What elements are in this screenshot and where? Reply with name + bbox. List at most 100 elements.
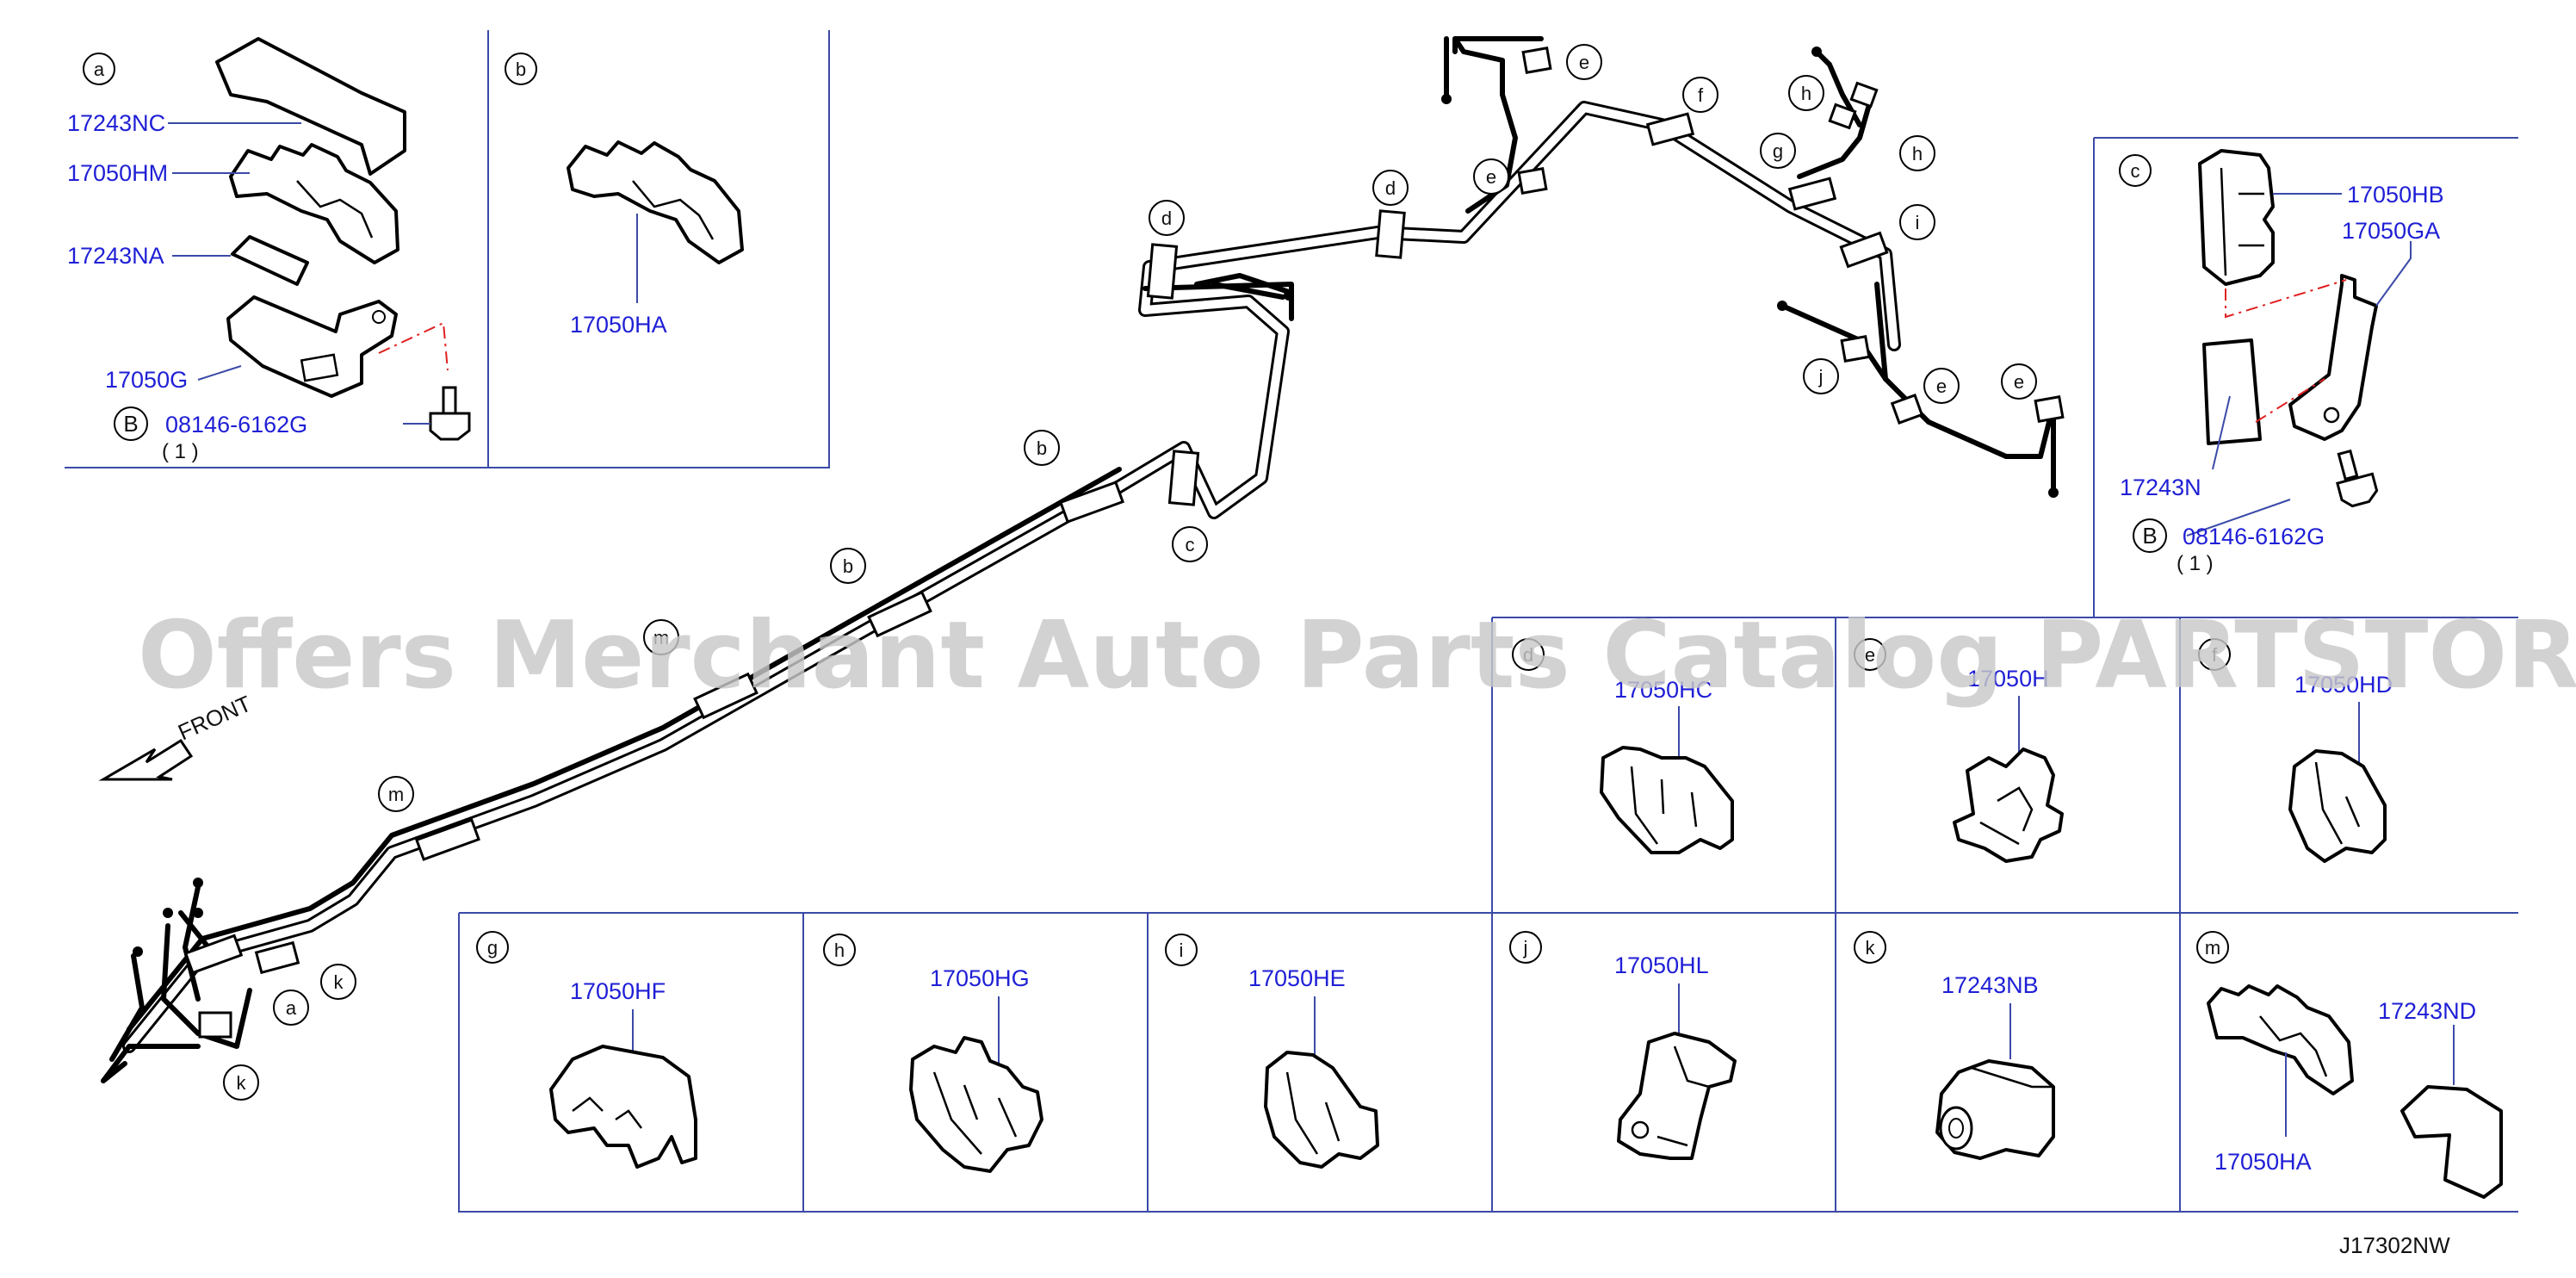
bolt-symbol-a: B (114, 406, 148, 441)
callout-k-2: k (223, 1064, 259, 1101)
box-f-parts: f 17050HD (2198, 638, 2393, 863)
svg-text:m: m (388, 784, 404, 805)
callout-h-1: h (1788, 75, 1824, 111)
pipe-pad-17243NA (231, 235, 309, 286)
svg-text:e: e (1579, 52, 1589, 73)
svg-text:j: j (1818, 366, 1824, 388)
diagram-code: J17302NW (2339, 1232, 2450, 1258)
svg-text:m: m (2205, 937, 2220, 958)
callout-h-box: h (823, 934, 856, 966)
clip-17050HD (2288, 749, 2387, 863)
svg-text:g: g (487, 937, 498, 958)
callout-a: a (83, 53, 115, 85)
pipe-cover-17243NC (215, 37, 406, 176)
pad-17243N (2202, 338, 2262, 445)
label-17050HE: 17050HE (1248, 965, 1346, 991)
label-17243ND: 17243ND (2378, 998, 2476, 1024)
svg-text:j: j (1523, 937, 1528, 958)
svg-text:k: k (1866, 937, 1876, 958)
svg-text:e: e (1865, 644, 1875, 666)
bracket-17050G (226, 295, 398, 398)
callout-e-1: e (1566, 44, 1602, 80)
callout-e-4: e (2001, 363, 2037, 400)
label-08146-6162G-c: 08146-6162G (2183, 524, 2325, 549)
svg-text:b: b (843, 555, 853, 577)
box-frames (65, 30, 2518, 1213)
label-17050H: 17050H (1967, 666, 2049, 692)
svg-text:m: m (653, 627, 669, 648)
callout-i: i (1899, 204, 1935, 240)
box-m-parts: m 17243ND 17050HA (2196, 931, 2503, 1199)
svg-text:d: d (1161, 208, 1172, 229)
svg-text:e: e (2014, 371, 2024, 393)
svg-text:d: d (1523, 644, 1533, 666)
svg-text:d: d (1385, 177, 1396, 199)
callout-d-2: d (1372, 170, 1409, 206)
callout-b-1: b (1024, 430, 1060, 466)
label-17050HC: 17050HC (1614, 677, 1712, 703)
label-17050HG: 17050HG (930, 965, 1030, 991)
label-17243NA: 17243NA (67, 243, 164, 269)
label-17050GA: 17050GA (2342, 218, 2440, 244)
callout-g: g (1760, 133, 1796, 169)
pipe-clamp-17050HA (567, 140, 744, 264)
svg-text:b: b (1037, 437, 1047, 459)
callout-k-box: k (1854, 931, 1886, 964)
svg-text:a: a (94, 59, 105, 80)
callout-d-1: d (1149, 200, 1185, 236)
clamp-17050HB (2198, 149, 2275, 286)
callout-k-1: k (320, 964, 356, 1000)
svg-text:f: f (2212, 644, 2218, 666)
label-17050G: 17050G (105, 367, 188, 393)
callout-m-1: m (643, 619, 679, 655)
label-17243NB: 17243NB (1941, 972, 2039, 998)
clip-17050H (1953, 748, 2064, 863)
svg-text:a: a (286, 997, 297, 1019)
clip-17050HF (549, 1045, 697, 1169)
svg-text:c: c (1186, 534, 1195, 555)
svg-text:k: k (334, 971, 344, 993)
label-08146-6162G-a: 08146-6162G (165, 412, 307, 437)
box-d-parts: d 17050HC (1512, 638, 1734, 854)
svg-text:k: k (237, 1072, 247, 1094)
box-b-parts: b 17050HA (505, 53, 744, 338)
pipe-clamp-17050HM (229, 143, 399, 264)
box-j-parts: j 17050HL (1509, 931, 1737, 1160)
bolt-icon (429, 386, 471, 441)
callout-f-box: f (2198, 638, 2231, 671)
qty-a: ( 1 ) (162, 440, 199, 463)
callout-j: j (1803, 358, 1839, 394)
callout-e-2: e (1473, 158, 1509, 195)
callout-g-box: g (476, 931, 509, 964)
label-17050HB: 17050HB (2347, 182, 2444, 208)
svg-text:i: i (1916, 212, 1920, 233)
box-k-parts: k 17243NB (1854, 931, 2055, 1160)
bolt-icon (2336, 449, 2379, 508)
box-g-parts: g 17050HF (476, 931, 697, 1169)
qty-c: ( 1 ) (2177, 552, 2214, 575)
svg-text:c: c (2131, 160, 2140, 182)
pad-17243ND (2400, 1085, 2503, 1199)
callout-d-box: d (1512, 638, 1545, 671)
box-c-parts: c 17050HB 17050GA 17243N B 08146-6162G (… (2119, 149, 2444, 575)
svg-text:B: B (123, 411, 138, 437)
label-17050HD: 17050HD (2294, 672, 2393, 698)
svg-text:B: B (2142, 523, 2157, 549)
callout-f: f (1682, 77, 1718, 113)
svg-text:h: h (834, 940, 845, 961)
box-e-parts: e 17050H (1854, 638, 2064, 863)
label-17050HA-m: 17050HA (2214, 1149, 2312, 1175)
svg-text:h: h (1801, 83, 1811, 104)
bracket-17050GA (2288, 274, 2378, 441)
callout-m-2: m (378, 776, 414, 812)
callout-c-box: c (2119, 154, 2152, 187)
callout-e-box: e (1854, 638, 1886, 671)
main-callouts: e e f h h g i j e e d d b c b m m a k k (223, 44, 2037, 1101)
bolt-symbol-c: B (2133, 518, 2167, 553)
label-17243N: 17243N (2120, 475, 2201, 500)
clip-17050HG (909, 1036, 1043, 1173)
label-17050HA-b: 17050HA (570, 312, 667, 338)
pipe-clips (183, 47, 2065, 1039)
label-17050HF: 17050HF (570, 978, 666, 1004)
